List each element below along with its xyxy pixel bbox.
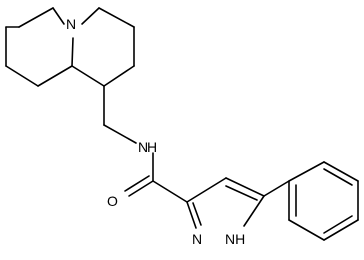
- phenyl-ring: [288, 161, 359, 241]
- bond: [323, 161, 359, 182]
- amide-h-label: H: [147, 139, 157, 155]
- bond: [225, 185, 258, 201]
- quinolizidine-rings: [5, 7, 135, 87]
- bond: [128, 180, 154, 197]
- bond: [103, 65, 135, 87]
- bond: [323, 215, 353, 234]
- bond: [71, 37, 74, 67]
- bond: [98, 7, 135, 28]
- bond: [186, 177, 227, 203]
- ring-nitrogen-label: N: [66, 16, 76, 32]
- bond: [186, 201, 197, 229]
- bond: [5, 65, 39, 87]
- bond: [225, 177, 265, 197]
- bond: [124, 175, 150, 192]
- bond: [192, 202, 202, 226]
- bond: [243, 195, 265, 227]
- pyrazole-n-label: N: [192, 231, 202, 247]
- bond: [81, 7, 100, 25]
- bond: [288, 161, 325, 182]
- amide-nitrogen-label: N: [138, 139, 148, 155]
- bond: [52, 7, 65, 25]
- bond: [37, 65, 73, 87]
- bond: [288, 219, 325, 241]
- pyrazole-ring: [186, 177, 265, 229]
- pyrazole-nh-label: NH: [225, 231, 245, 247]
- bond: [152, 180, 188, 203]
- carbonyl-oxygen-label: O: [107, 193, 118, 209]
- bond: [18, 7, 54, 28]
- bond: [71, 65, 105, 87]
- bond: [263, 180, 290, 197]
- bond: [323, 219, 359, 241]
- bond: [323, 168, 353, 186]
- bond: [103, 124, 137, 144]
